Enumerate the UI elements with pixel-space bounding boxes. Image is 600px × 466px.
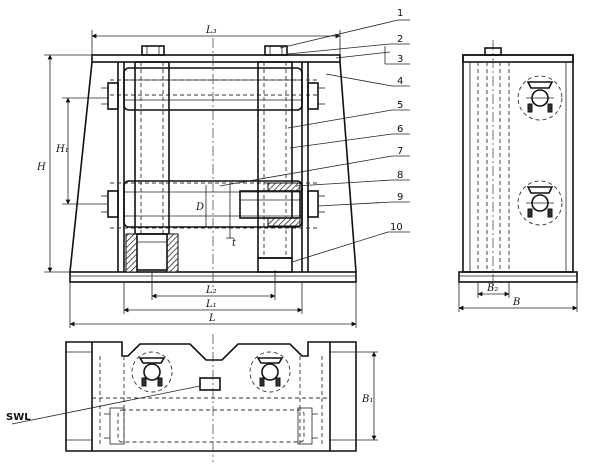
- callout-9: 9: [397, 192, 403, 203]
- front-top-plate: [91, 54, 341, 63]
- front-bush-section-bottom: [267, 217, 301, 227]
- plan-swl-plate: [199, 377, 221, 391]
- side-view: [458, 40, 578, 290]
- front-right-wall: [339, 61, 357, 273]
- plan-swl-label: SWL: [6, 412, 31, 423]
- callouts: 1 2 3 4 5 6 7 8 9 10: [219, 8, 410, 263]
- dim-t-label: t: [232, 238, 237, 249]
- front-bottom-bearing-right: [257, 257, 293, 273]
- front-pin-cap-right: [264, 45, 288, 56]
- callout-3: 3: [397, 54, 403, 65]
- front-left-wall: [69, 61, 93, 273]
- front-bottom-bearing-left: [136, 233, 168, 271]
- callout-6: 6: [397, 124, 403, 135]
- dim-H-label: H: [36, 162, 46, 173]
- dim-D-label: D: [195, 202, 204, 213]
- callout-7: 7: [397, 146, 403, 157]
- front-view: [69, 38, 357, 290]
- dim-L1-label: L₁: [205, 299, 217, 310]
- plan-right-roller: [261, 363, 279, 381]
- dim-L2-label: L₂: [205, 285, 217, 296]
- dim-B-label: B: [512, 297, 520, 308]
- front-pin-cap-left: [141, 45, 165, 56]
- plan-outline: [65, 341, 357, 452]
- dim-L-label: L: [208, 313, 216, 324]
- side-base-plate: [458, 271, 578, 283]
- side-dimensions: B₂ B: [458, 282, 578, 312]
- plan-lower-roller: [117, 409, 305, 443]
- callout-5: 5: [397, 100, 403, 111]
- front-side-lugs: [101, 82, 325, 218]
- plan-dimensions: B₁: [356, 351, 378, 441]
- callout-10: 10: [390, 222, 403, 233]
- side-body: [462, 54, 574, 273]
- front-bush-section-top: [267, 182, 301, 192]
- callout-1: 1: [397, 8, 403, 19]
- plan-view: SWL: [6, 334, 357, 462]
- callout-2: 2: [397, 34, 403, 45]
- dim-L3-label: L₃: [205, 25, 217, 36]
- callout-4: 4: [397, 76, 403, 87]
- dim-B2-label: B₂: [486, 283, 498, 294]
- dim-H1-label: H₁: [55, 144, 69, 155]
- front-dimensions: L₃ H H₁ D t L₂ L₁ L: [36, 25, 357, 328]
- plan-left-roller: [143, 363, 161, 381]
- dim-B1-label: B₁: [361, 394, 373, 405]
- front-right-vertical-roller: [257, 61, 293, 259]
- callout-8: 8: [397, 170, 403, 181]
- side-top-plate: [462, 54, 574, 63]
- front-left-vertical-roller: [134, 61, 170, 235]
